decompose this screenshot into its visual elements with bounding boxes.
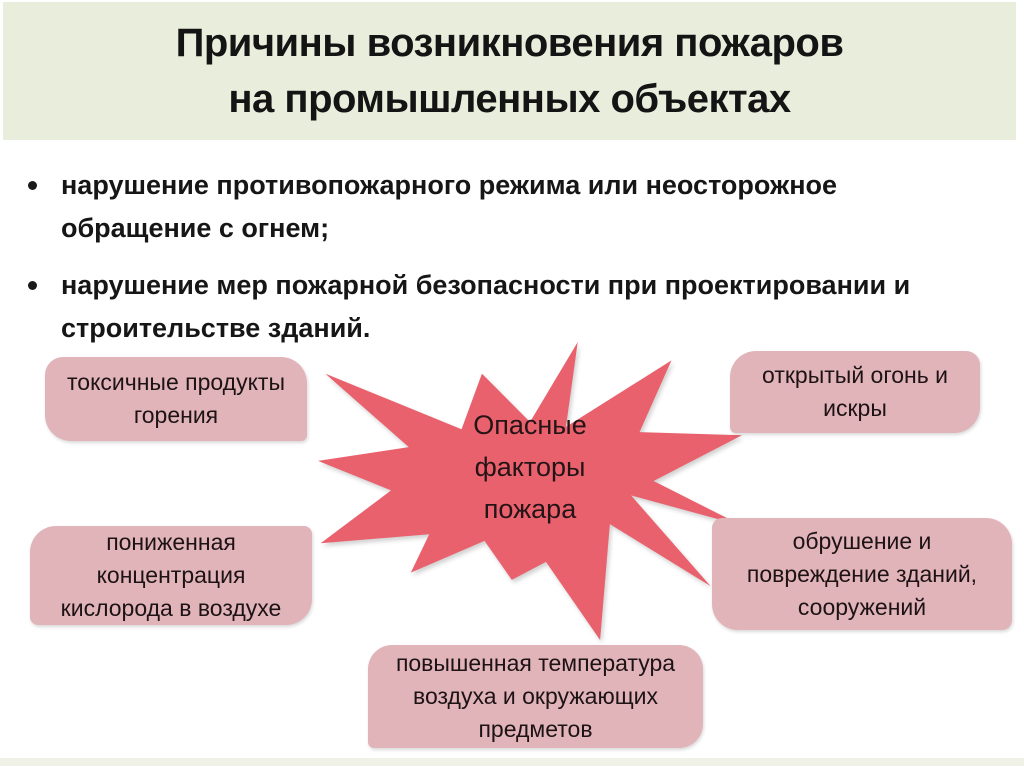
bullet-list: нарушение противопожарного режима или не… xyxy=(28,164,968,364)
factor-box-open-fire: открытый огонь и искры xyxy=(730,351,980,433)
factor-label: повышенная температура воздуха и окружаю… xyxy=(395,650,676,742)
factor-label: токсичные продукты горения xyxy=(67,369,285,428)
slide-title-line-1: Причины возникновения пожаров xyxy=(175,21,844,65)
factor-label: обрушение и повреждение зданий, сооружен… xyxy=(746,527,978,620)
factor-box-building-collapse: обрушение и повреждение зданий, сооружен… xyxy=(712,518,1012,630)
bullet-dot-icon xyxy=(28,281,37,290)
factor-box-high-temperature: повышенная температура воздуха и окружаю… xyxy=(368,645,703,748)
footer-strip xyxy=(0,758,1024,766)
bullet-item: нарушение противопожарного режима или не… xyxy=(28,164,968,250)
bullet-text: нарушение противопожарного режима или не… xyxy=(61,170,838,243)
factor-box-toxic-products: токсичные продукты горения xyxy=(45,357,307,441)
factor-label: открытый огонь и искры xyxy=(762,362,948,421)
bullet-text: нарушение мер пожарной безопасности при … xyxy=(61,270,911,343)
explosion-star-icon xyxy=(318,342,742,640)
slide-title-band: Причины возникновения пожаров на промышл… xyxy=(3,2,1016,140)
bullet-item: нарушение мер пожарной безопасности при … xyxy=(28,264,968,350)
factor-label: пониженная концентрация кислорода в возд… xyxy=(60,529,282,621)
bullet-dot-icon xyxy=(28,181,37,190)
slide-title-line-2: на промышленных объектах xyxy=(228,77,791,121)
danger-factors-starburst: Опасные факторы пожара xyxy=(318,342,742,640)
starburst-label: Опасные факторы пожара xyxy=(473,410,587,525)
factor-box-low-oxygen: пониженная концентрация кислорода в возд… xyxy=(30,526,312,625)
